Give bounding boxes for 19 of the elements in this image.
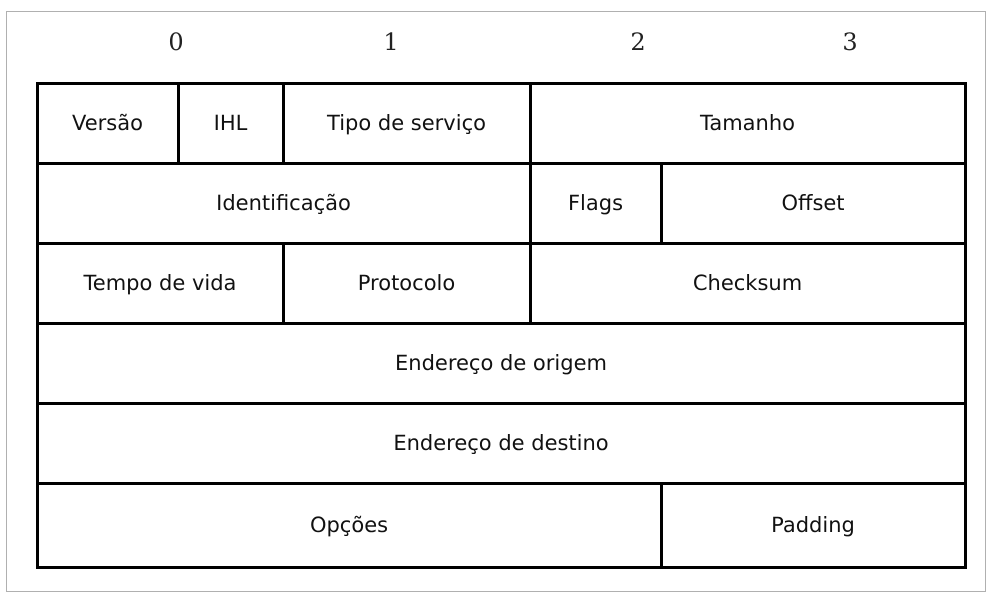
field-name: Versão [72,111,143,135]
field-name: Tipo de serviço [327,111,486,135]
byte-index-label: 3 [842,28,858,56]
byte-index-label: 2 [630,28,646,56]
field-name: Endereço de origem [395,351,607,375]
field-name: Endereço de destino [393,431,609,455]
field-name: Tamanho [700,111,795,135]
field-name: Protocolo [358,271,456,295]
byte-index-label: 1 [383,28,399,56]
byte-index-label: 0 [168,28,184,56]
field-name: Identificação [216,191,351,215]
field-name: Flags [568,191,624,215]
header-field-cell [36,82,180,164]
field-name: Opções [310,513,388,537]
field-name: Offset [781,191,845,215]
field-name: Padding [771,513,855,537]
field-name: Tempo de vida [84,271,236,295]
field-name: Checksum [692,271,802,295]
field-name: IHL [214,111,248,135]
